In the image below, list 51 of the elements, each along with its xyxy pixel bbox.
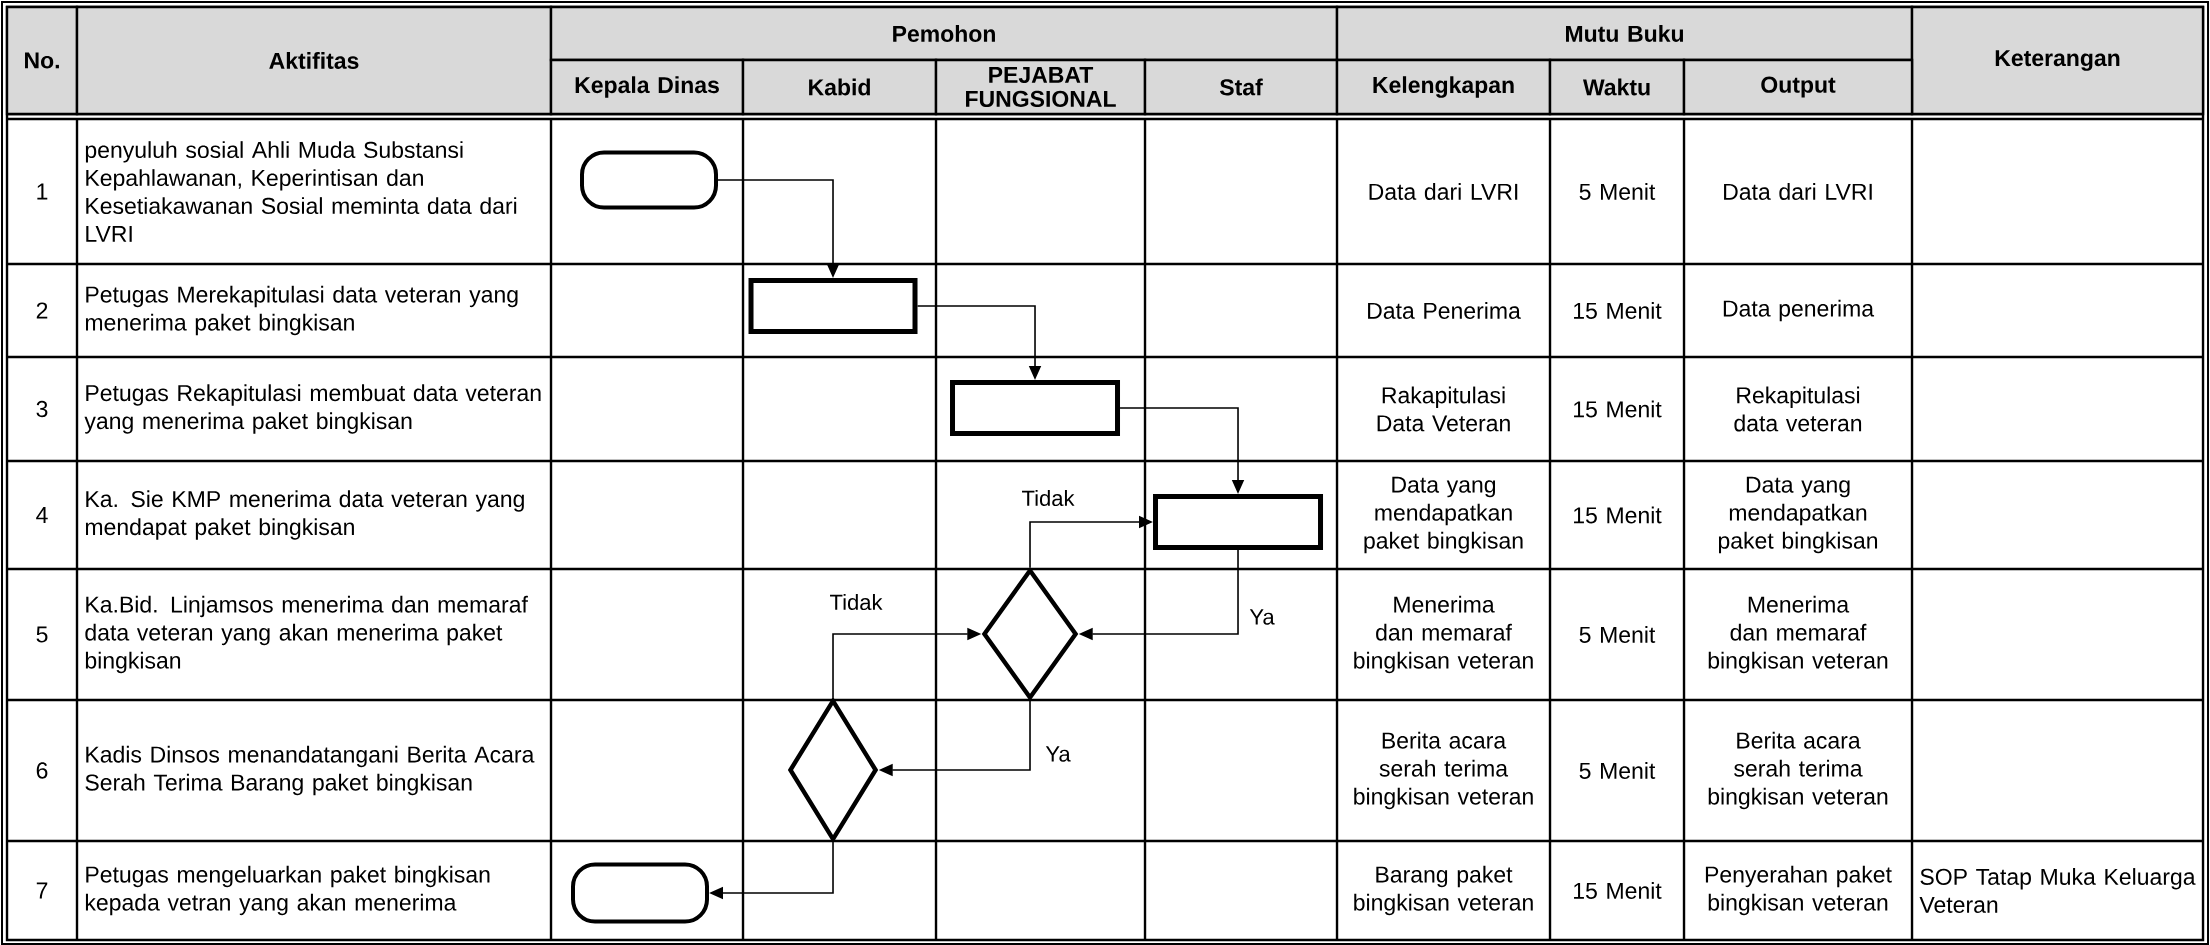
header-cell: Staf bbox=[1143, 58, 1339, 116]
duration-text: 5 Menit bbox=[1579, 626, 1656, 643]
duration-text: 5 Menit bbox=[1579, 183, 1656, 200]
header-cell: No. bbox=[5, 5, 79, 116]
header-cell: Kabid bbox=[741, 58, 938, 116]
step-number: 7 bbox=[36, 882, 48, 899]
output-text: Data dari LVRI bbox=[1724, 183, 1872, 200]
duration-text: 15 Menit bbox=[1574, 882, 1662, 899]
edge-label: Ya bbox=[1043, 744, 1073, 764]
activity-text: Petugas mengeluarkan paket bingkisan kepada vetran yang akan menerima bbox=[85, 865, 490, 916]
activity-text: Ka.Bid. Linjamsos menerima dan memaraf data veteran yang akan menerima paket bingkisan bbox=[85, 595, 528, 674]
duration-text: 5 Menit bbox=[1579, 762, 1656, 779]
requirement-text: Menerima dan memaraf bingkisan veteran bbox=[1354, 595, 1533, 674]
step-number: 6 bbox=[36, 762, 48, 779]
requirement-text: Data dari LVRI bbox=[1369, 183, 1518, 200]
activity-text: Petugas Merekapitulasi data veteran yang menerima paket bingkisan bbox=[85, 285, 518, 336]
step-number: 3 bbox=[36, 400, 48, 418]
step-number: 2 bbox=[36, 302, 48, 319]
activity-text: Petugas Rekapitulasi membuat data veteran yang menerima paket bingkisan bbox=[84, 384, 541, 434]
requirement-text: Berita acara serah terima bingkisan veteran bbox=[1354, 731, 1533, 810]
header-cell: Output bbox=[1682, 58, 1914, 116]
output-text: Penyerahan paket bingkisan veteran bbox=[1705, 865, 1892, 916]
note-text: SOP Tatap Muka Keluarga Veteran bbox=[1919, 868, 2196, 913]
duration-text: 15 Menit bbox=[1574, 302, 1662, 319]
activity-text: Ka. Sie KMP menerima data veteran yang mendapat paket bingkisan bbox=[85, 490, 524, 540]
terminator-shape bbox=[571, 862, 709, 924]
duration-text: 15 Menit bbox=[1574, 506, 1662, 524]
edge-label: Ya bbox=[1247, 607, 1277, 627]
requirement-text: Barang paket bingkisan veteran bbox=[1354, 865, 1533, 916]
step-number: 4 bbox=[36, 507, 48, 523]
header-cell: PEJABAT FUNGSIONAL bbox=[934, 58, 1147, 116]
duration-text: 15 Menit bbox=[1574, 400, 1662, 418]
output-text: Rekapitulasi data veteran bbox=[1734, 386, 1862, 432]
activity-text: penyuluh sosial Ahli Muda Substansi Kepahlawanan, Keperintisan dan Kesetiakawanan Sosial meminta data dari LVRI bbox=[85, 141, 517, 242]
output-text: Data penerima bbox=[1723, 299, 1875, 322]
step-number: 1 bbox=[37, 183, 48, 200]
output-text: Menerima dan memaraf bingkisan veteran bbox=[1708, 595, 1888, 674]
edge-label: Tidak bbox=[827, 591, 885, 613]
process-box bbox=[1153, 494, 1323, 550]
requirement-text: Data Penerima bbox=[1368, 302, 1521, 319]
requirement-text: Data yang mendapatkan paket bingkisan bbox=[1364, 476, 1523, 554]
step-number: 5 bbox=[36, 626, 48, 643]
process-box bbox=[748, 278, 918, 334]
header-cell: Kelengkapan bbox=[1335, 58, 1552, 116]
header-cell: Kepala Dinas bbox=[549, 58, 745, 116]
process-box bbox=[950, 380, 1120, 436]
terminator-shape bbox=[580, 150, 718, 210]
output-text: Data yang mendapatkan paket bingkisan bbox=[1718, 476, 1878, 554]
header-cell: Waktu bbox=[1548, 58, 1686, 116]
edge-label: Tidak bbox=[1019, 487, 1077, 509]
output-text: Berita acara serah terima bingkisan veteran bbox=[1708, 731, 1888, 810]
